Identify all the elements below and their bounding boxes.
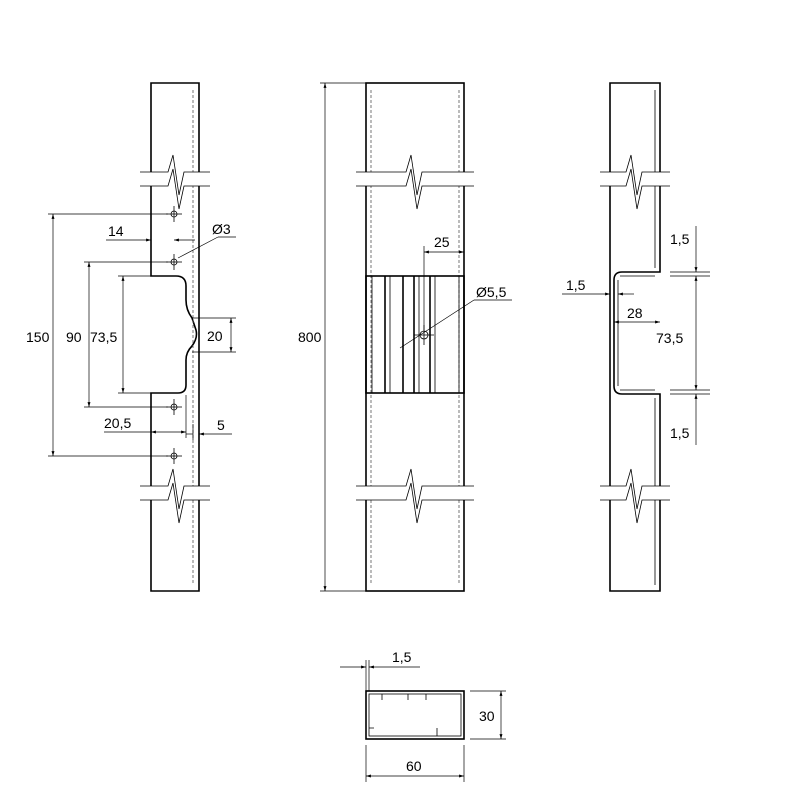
side-view-top-break xyxy=(600,154,670,210)
dim-73-5-side: 73,5 xyxy=(656,330,683,346)
middle-view-bottom-break xyxy=(356,468,474,524)
dim-20: 20 xyxy=(207,328,223,344)
dim-30: 30 xyxy=(479,708,495,724)
middle-view-top-break xyxy=(356,154,474,210)
dim-1-5-wall: 1,5 xyxy=(566,277,586,293)
front-view-hole-2 xyxy=(166,254,182,270)
dim-20-5: 20,5 xyxy=(104,415,131,431)
section-view: 1,5 30 60 xyxy=(340,649,506,782)
side-view-bottom-break xyxy=(600,468,670,524)
front-view-hole-1 xyxy=(166,206,182,222)
front-view-hole-4 xyxy=(166,448,182,464)
middle-view-outline xyxy=(365,82,465,592)
dim-73-5-front: 73,5 xyxy=(90,329,117,345)
dim-28: 28 xyxy=(627,305,643,321)
dim-1-5-section: 1,5 xyxy=(392,649,412,665)
front-view-top-break xyxy=(140,154,210,210)
front-view-bottom-break xyxy=(140,468,210,524)
dim-diameter-5-5: Ø5,5 xyxy=(476,284,507,300)
front-view: 150 90 73,5 14 Ø3 20 20,5 5 xyxy=(26,82,236,592)
side-view: 1,5 1,5 28 73,5 1,5 xyxy=(562,82,710,592)
front-view-hole-3 xyxy=(166,399,182,415)
dim-5: 5 xyxy=(217,417,225,433)
dim-1-5-bottom: 1,5 xyxy=(670,425,690,441)
dim-150: 150 xyxy=(26,329,50,345)
section-outline xyxy=(365,690,465,740)
side-view-outline xyxy=(609,82,661,592)
front-view-outline xyxy=(150,82,200,592)
section-inner xyxy=(368,693,462,737)
dim-diameter-3: Ø3 xyxy=(212,221,231,237)
dim-1-5-top: 1,5 xyxy=(670,231,690,247)
dim-25: 25 xyxy=(434,234,450,250)
dim-14: 14 xyxy=(108,223,124,239)
dim-60: 60 xyxy=(406,758,422,774)
dim-800: 800 xyxy=(298,329,322,345)
middle-view-slot-panel xyxy=(365,275,465,394)
middle-view: 800 25 Ø5,5 xyxy=(298,82,512,592)
dim-90: 90 xyxy=(66,329,82,345)
